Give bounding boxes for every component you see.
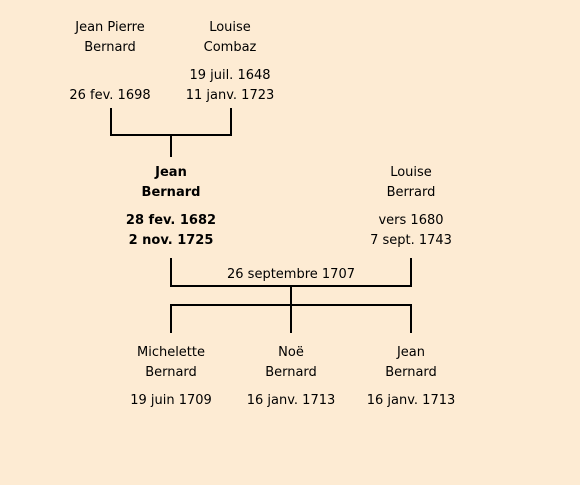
last-name: Bernard bbox=[265, 365, 317, 380]
birth-date: 16 janv. 1713 bbox=[366, 393, 456, 408]
person-child-1: Michelette Bernard 19 juin 1709 bbox=[111, 343, 231, 411]
first-name: Jean bbox=[155, 165, 187, 180]
first-name: Louise bbox=[390, 165, 432, 180]
death-date: 7 sept. 1743 bbox=[370, 233, 452, 248]
birth-date: 19 juil. 1648 bbox=[189, 68, 271, 83]
birth-date: 19 juin 1709 bbox=[130, 393, 212, 408]
first-name: Michelette bbox=[136, 345, 205, 360]
marriage-date: 26 septembre 1707 bbox=[227, 267, 355, 282]
last-name: Bernard bbox=[385, 365, 437, 380]
birth-date bbox=[50, 66, 170, 86]
last-name: Berrard bbox=[386, 185, 436, 200]
person-grandfather: Jean Pierre Bernard 26 fev. 1698 bbox=[50, 18, 170, 106]
birth-date: vers 1680 bbox=[378, 213, 444, 228]
person-grandmother: Louise Combaz 19 juil. 1648 11 janv. 172… bbox=[170, 18, 290, 106]
death-date: 26 fev. 1698 bbox=[69, 88, 151, 103]
last-name: Bernard bbox=[145, 365, 197, 380]
first-name: Noë bbox=[278, 345, 304, 360]
person-child-2: Noë Bernard 16 janv. 1713 bbox=[231, 343, 351, 411]
first-name: Jean bbox=[396, 345, 426, 360]
birth-date: 16 janv. 1713 bbox=[246, 393, 336, 408]
person-spouse: Louise Berrard vers 1680 7 sept. 1743 bbox=[351, 163, 471, 251]
last-name: Bernard bbox=[141, 185, 201, 200]
first-name: Louise bbox=[209, 20, 251, 35]
first-name: Jean Pierre bbox=[75, 20, 145, 35]
death-date: 11 janv. 1723 bbox=[185, 88, 275, 103]
grandparents-bracket bbox=[110, 108, 232, 136]
birth-date: 28 fev. 1682 bbox=[125, 213, 217, 228]
person-main-father: Jean Bernard 28 fev. 1682 2 nov. 1725 bbox=[111, 163, 231, 251]
person-child-3: Jean Bernard 16 janv. 1713 bbox=[351, 343, 471, 411]
last-name: Bernard bbox=[84, 40, 136, 55]
death-date: 2 nov. 1725 bbox=[128, 233, 214, 248]
last-name: Combaz bbox=[203, 40, 257, 55]
